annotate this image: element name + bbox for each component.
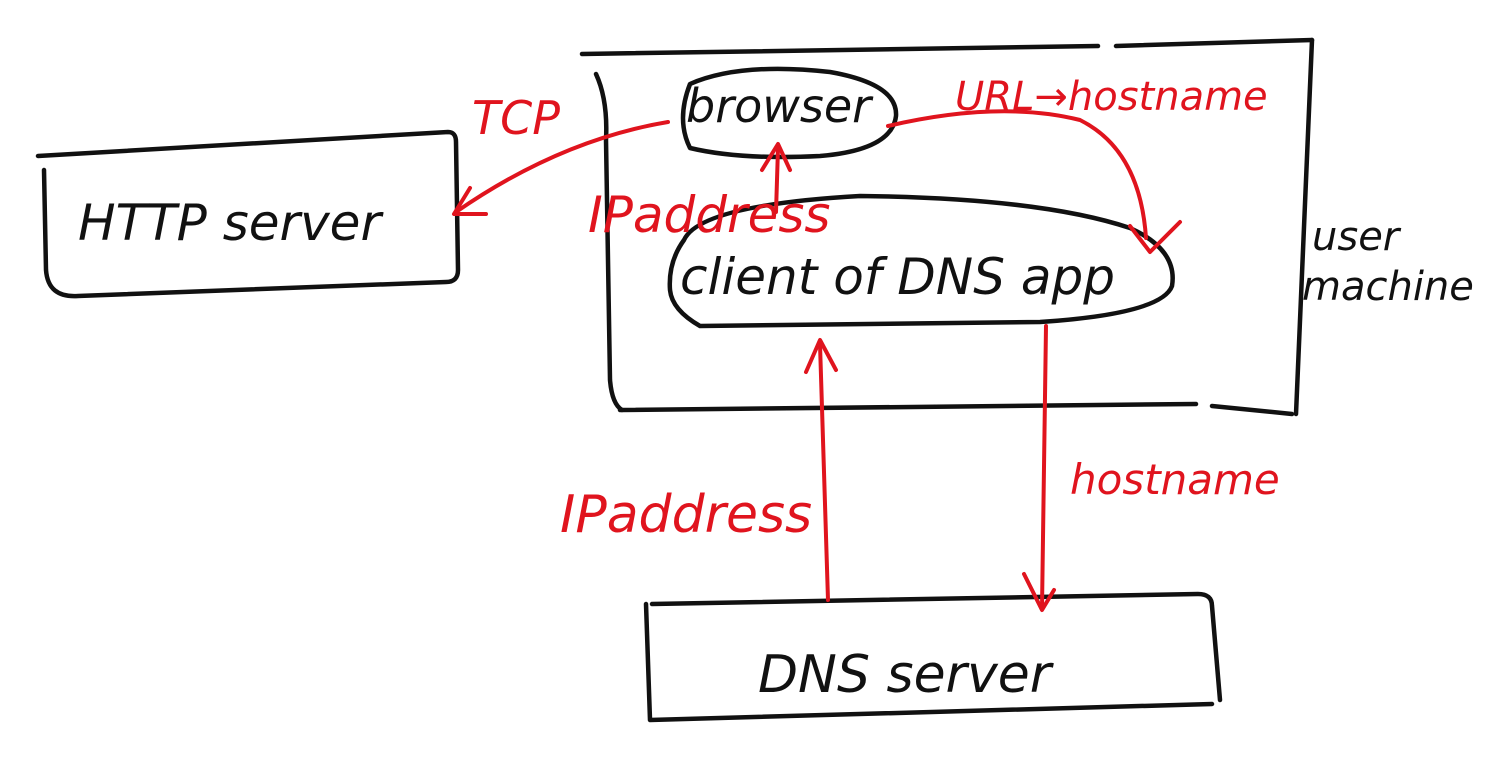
edge-url-to-hostname: URL→hostname — [886, 74, 1268, 254]
url-to-hostname-label: URL→hostname — [955, 74, 1268, 120]
ip-to-browser-arrow-line — [774, 146, 780, 214]
http-server-node: HTTP server — [35, 129, 461, 299]
dns-server-label: DNS server — [758, 645, 1055, 705]
user-machine-label-line1: user — [1312, 214, 1402, 260]
browser-ellipse — [680, 66, 899, 160]
hostname-arrow-line — [1040, 324, 1048, 610]
ip-to-browser-label: IPaddress — [588, 186, 830, 244]
tcp-arrow-line — [454, 120, 670, 214]
edge-ip-to-browser: IPaddress — [588, 142, 830, 244]
hostname-label: hostname — [1070, 455, 1280, 504]
user-machine-label-line2: machine — [1302, 264, 1474, 310]
hostname-arrow-head — [1022, 572, 1056, 612]
browser-label: browser — [686, 79, 874, 133]
edge-tcp: TCP — [452, 91, 670, 216]
user-machine-node: user machine — [579, 37, 1474, 417]
url-to-hostname-arrow-line — [886, 109, 1148, 240]
user-machine-box-bottom — [617, 401, 1295, 417]
edge-ip-from-dns-server: IPaddress — [560, 338, 838, 602]
user-machine-box-right — [1293, 37, 1315, 417]
user-machine-box-top — [579, 37, 1315, 57]
edge-hostname-to-dns-server: hostname — [1022, 324, 1280, 612]
tcp-arrow-head — [452, 186, 488, 216]
ip-from-dns-server-arrow-line — [818, 342, 830, 602]
ip-from-dns-server-arrow-head — [804, 338, 838, 374]
browser-node: browser — [680, 66, 899, 160]
http-server-label: HTTP server — [78, 194, 384, 252]
dns-server-node: DNS server — [643, 591, 1223, 723]
http-server-box — [35, 129, 461, 299]
dns-client-label: client of DNS app — [680, 248, 1115, 306]
ip-to-browser-arrow-head — [760, 142, 792, 172]
ip-from-dns-server-label: IPaddress — [560, 485, 812, 545]
dns-client-node: client of DNS app — [667, 193, 1175, 329]
tcp-label: TCP — [472, 91, 560, 145]
dns-client-ellipse — [667, 193, 1175, 329]
user-machine-box-left — [593, 71, 625, 413]
dns-server-box — [643, 591, 1223, 723]
url-to-hostname-arrow-head — [1128, 220, 1182, 254]
